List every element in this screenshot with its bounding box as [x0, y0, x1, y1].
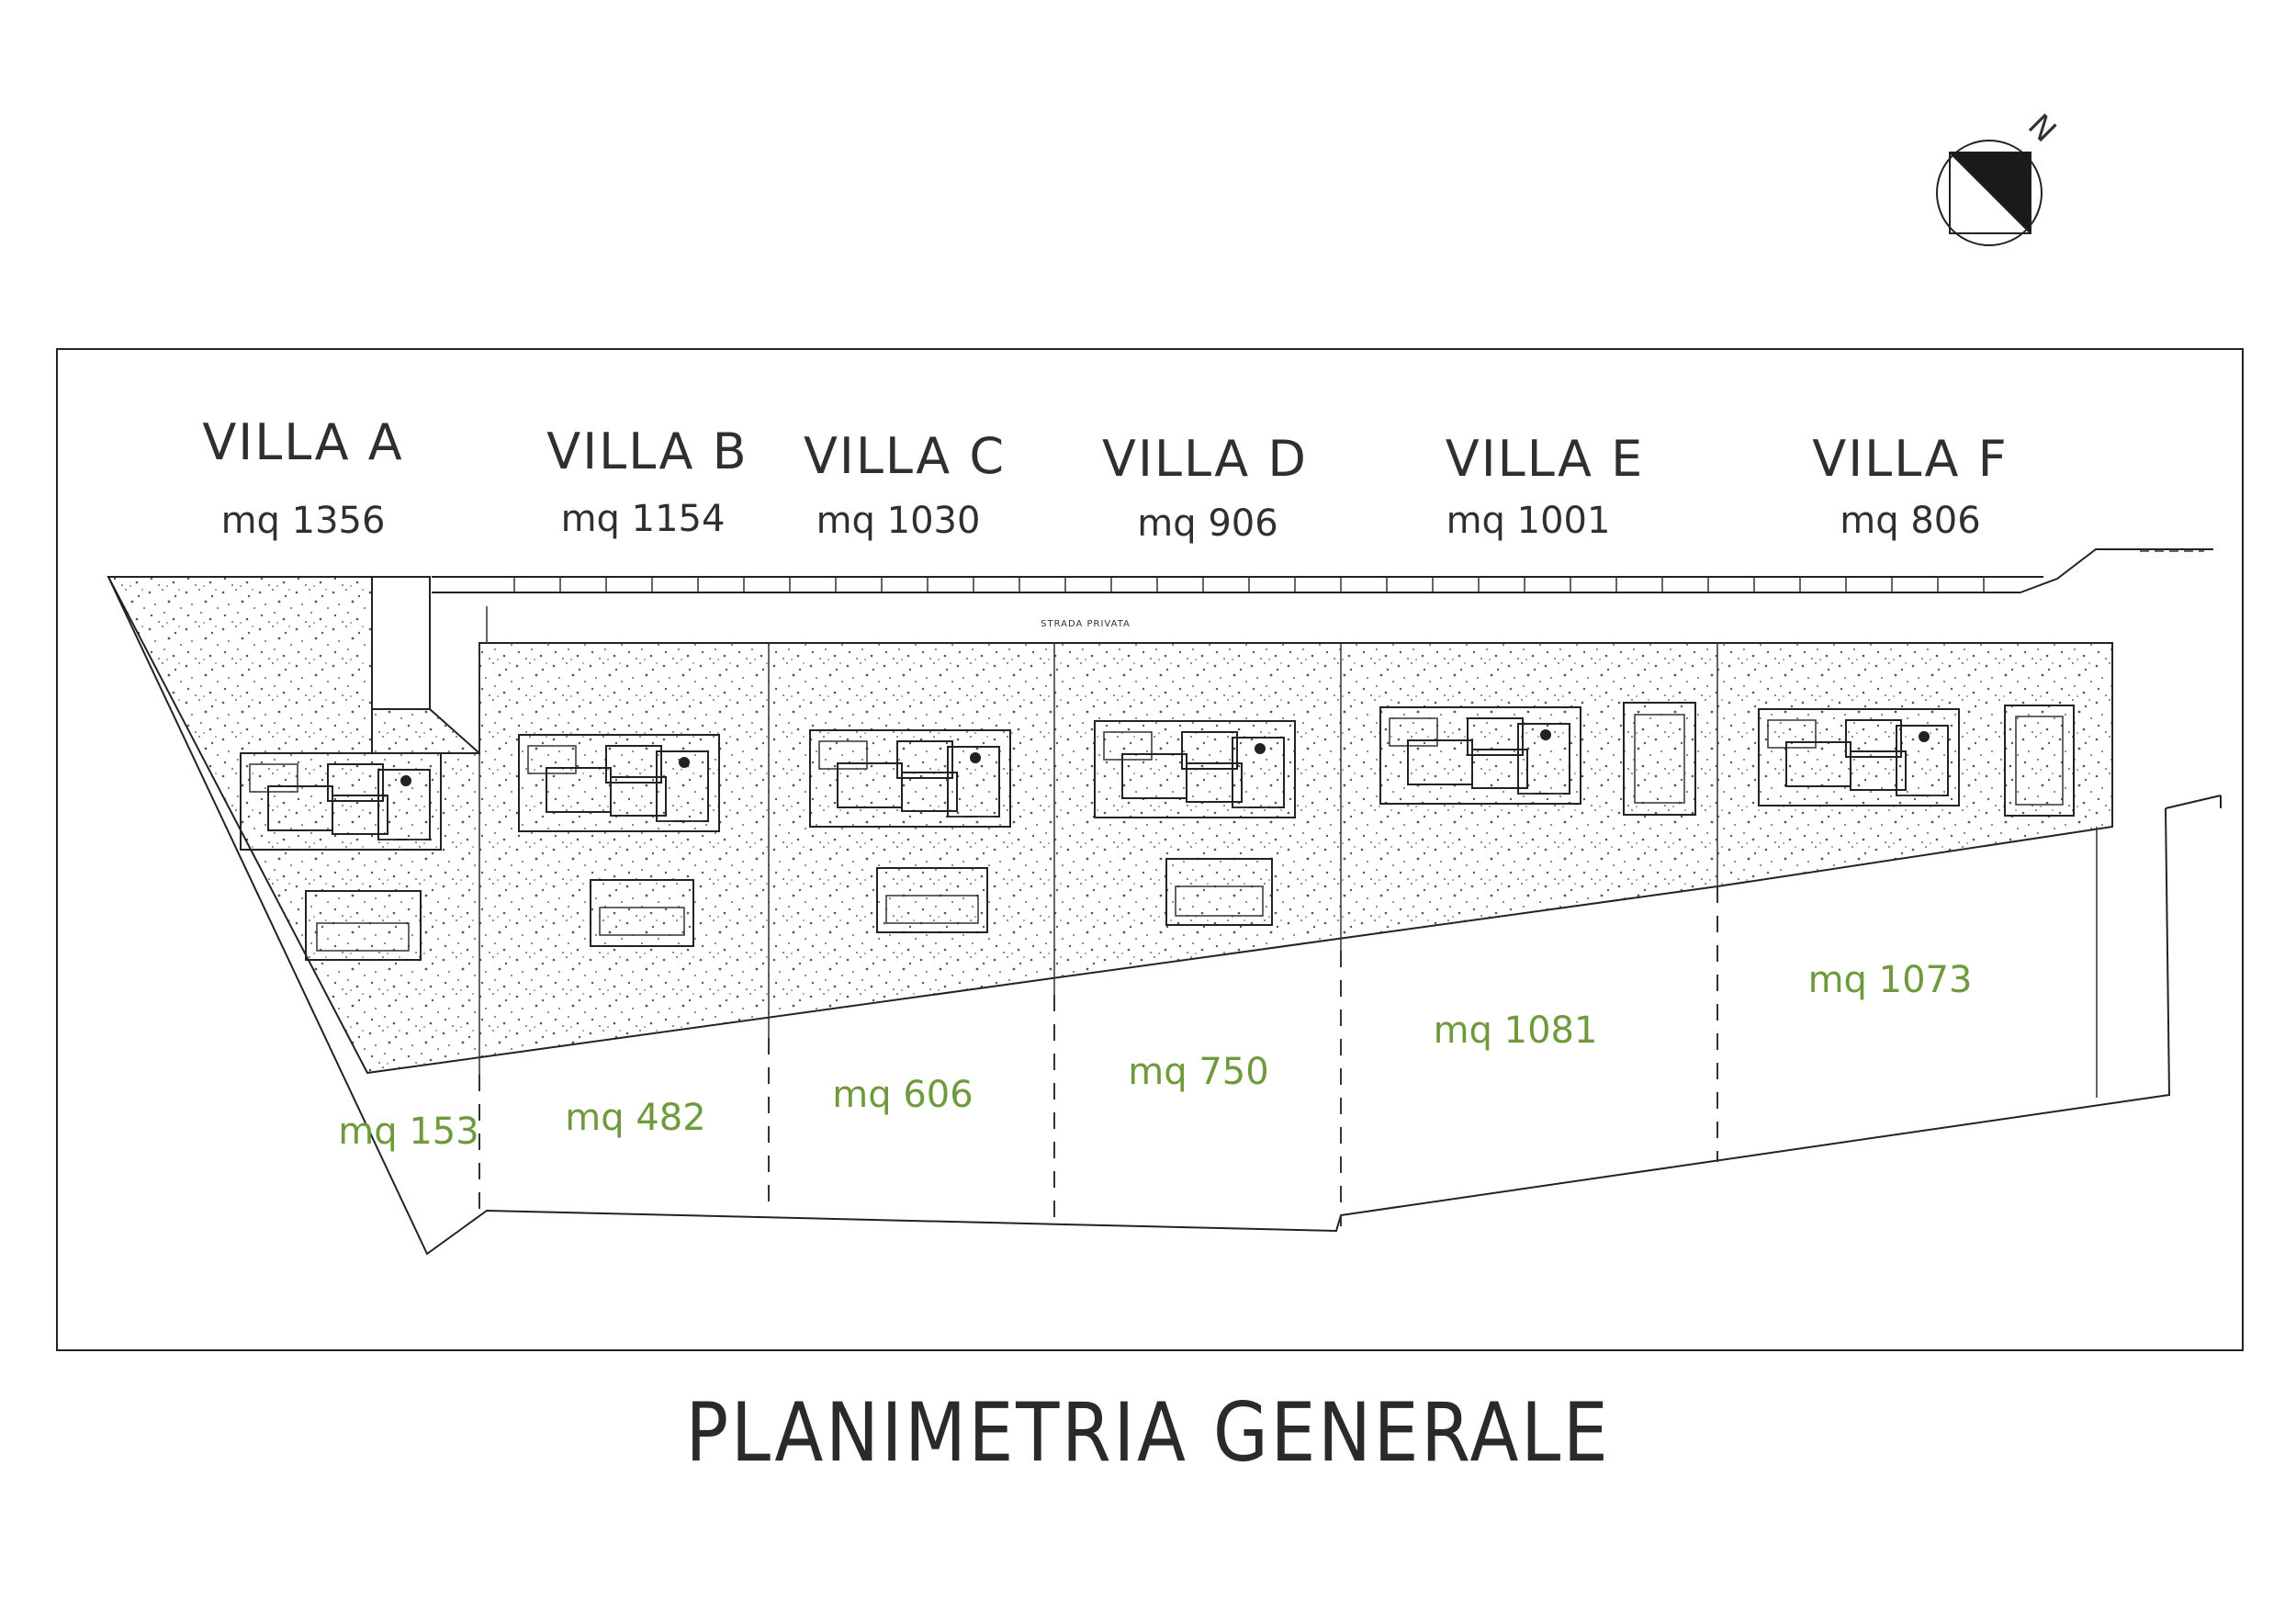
villa-area-e: mq 1001 — [1446, 500, 1611, 542]
pool-d — [1165, 858, 1273, 926]
villa-footprint-c — [809, 729, 1011, 828]
villa-name-f: VILLA F — [1812, 430, 2008, 488]
villa-name-a: VILLA A — [202, 413, 403, 471]
private-road: STRADA PRIVATA — [432, 548, 2213, 827]
garden-area-a: mq 153 — [338, 1111, 478, 1153]
villa-area-a: mq 1356 — [221, 500, 386, 542]
garden-area-d: mq 750 — [1128, 1051, 1268, 1093]
villa-name-b: VILLA B — [546, 423, 748, 480]
garden-area-f: mq 1073 — [1808, 959, 1973, 1001]
garden-area-c: mq 606 — [832, 1074, 973, 1116]
pool-b — [590, 879, 694, 947]
villa-name-d: VILLA D — [1102, 430, 1308, 488]
pool-f — [2004, 705, 2075, 817]
garden-area-labels: mq 153 mq 482 mq 606 mq 750 mq 1081 mq 1… — [338, 959, 1972, 1153]
villa-name-e: VILLA E — [1446, 430, 1645, 488]
pool-c — [876, 867, 988, 933]
road-label: STRADA PRIVATA — [1041, 619, 1131, 629]
villa-area-f: mq 806 — [1840, 500, 1980, 542]
villa-footprint-a — [240, 752, 442, 851]
villa-area-c: mq 1030 — [816, 500, 981, 542]
villa-headers: VILLA A mq 1356 VILLA B mq 1154 VILLA C … — [202, 413, 2008, 545]
villa-area-b: mq 1154 — [561, 498, 726, 540]
villa-name-c: VILLA C — [804, 427, 1006, 485]
page-title: PLANIMETRIA GENERALE — [685, 1385, 1611, 1480]
drawing-frame — [56, 348, 2244, 1351]
site-boundary — [107, 576, 2171, 1256]
pool-e — [1623, 702, 1696, 816]
villa-footprint-f — [1758, 708, 1960, 806]
villa-footprint-e — [1379, 706, 1581, 805]
villa-footprint-b — [518, 734, 720, 832]
villa-footprint-d — [1094, 720, 1296, 818]
north-arrow-icon: N — [1936, 107, 2063, 246]
north-label: N — [2020, 107, 2063, 150]
road-kerb-ticks — [513, 577, 1985, 592]
pool-a — [305, 890, 422, 961]
garden-area-b: mq 482 — [565, 1097, 705, 1139]
villa-area-d: mq 906 — [1137, 502, 1277, 545]
plot-dividers — [478, 643, 2098, 1226]
garden-area-e: mq 1081 — [1434, 1009, 1598, 1052]
